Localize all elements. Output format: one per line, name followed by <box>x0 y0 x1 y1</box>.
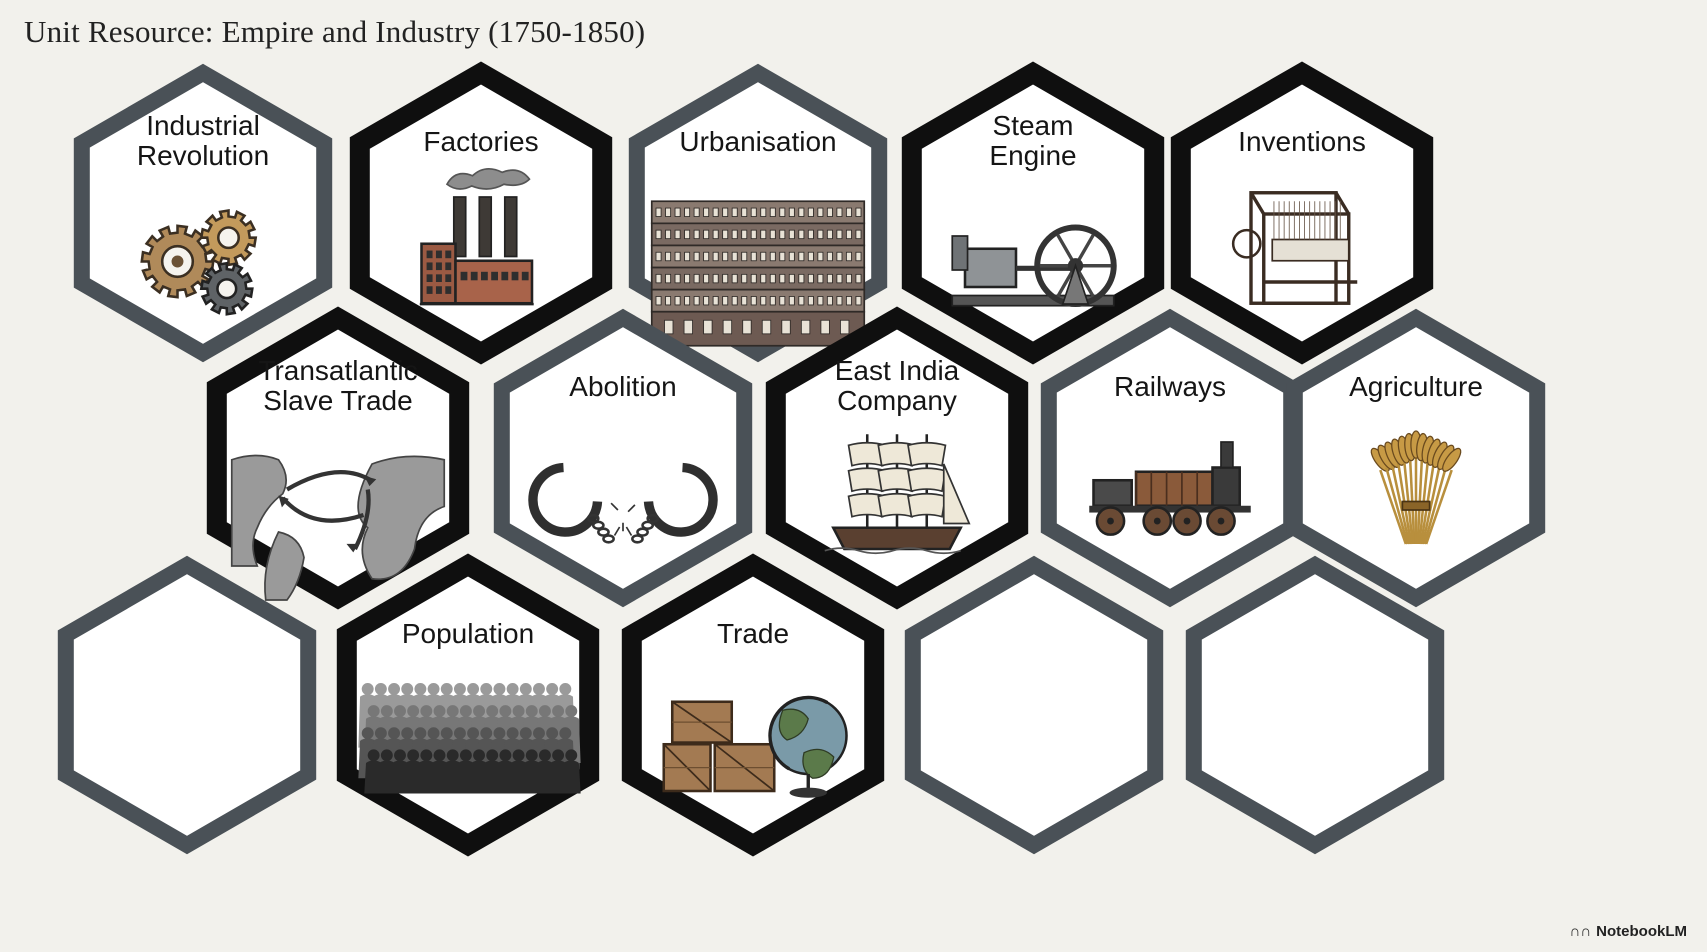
hex-label-line: Transatlantic <box>258 355 417 386</box>
hex-label-line: Steam <box>993 110 1074 141</box>
hex-label-line: Company <box>837 385 957 416</box>
hex-tile-11 <box>57 555 317 855</box>
terraced-houses-icon <box>650 200 866 347</box>
hex-tile-14 <box>904 555 1164 855</box>
notebooklm-logo-icon: ∩∩ <box>1569 923 1592 940</box>
crates-and-globe-icon <box>662 695 848 798</box>
hex-label-line: Inventions <box>1238 126 1366 157</box>
hex-tile-3: Urbanisation <box>628 63 888 363</box>
hex-tile-9: Railways <box>1040 308 1300 608</box>
hex-label-line: Factories <box>423 126 538 157</box>
world-map-icon <box>230 454 446 601</box>
hex-label-line: East India <box>835 355 960 386</box>
hex-tile-5: Inventions <box>1170 61 1434 365</box>
hex-label-line: Slave Trade <box>263 385 412 416</box>
hex-tile-7: Abolition <box>493 308 753 608</box>
hex-cell-frame <box>621 553 885 857</box>
hex-cell-frame <box>1040 308 1300 608</box>
broken-shackles-icon <box>528 462 718 544</box>
wheat-sheaf-icon <box>1370 430 1462 545</box>
crowd-icon <box>358 683 581 794</box>
factory-icon <box>419 167 534 306</box>
hex-tile-15 <box>1185 555 1445 855</box>
hex-cell-frame <box>73 63 333 363</box>
loom-icon <box>1231 191 1358 305</box>
hex-cell-frame <box>904 555 1164 855</box>
steam-engine-icon <box>951 224 1117 307</box>
hex-tile-12: Population <box>336 553 600 857</box>
page-title: Unit Resource: Empire and Industry (1750… <box>24 14 646 49</box>
hex-label-line: Agriculture <box>1349 371 1483 402</box>
steam-locomotive-icon <box>1089 441 1251 536</box>
hex-label-line: Trade <box>717 618 789 649</box>
hex-label-line: Railways <box>1114 371 1226 402</box>
hex-label-line: Population <box>402 618 534 649</box>
hex-label-line: Engine <box>989 140 1076 171</box>
hex-label-line: Urbanisation <box>679 126 836 157</box>
hex-cell-frame <box>493 308 753 608</box>
hex-label-line: Industrial <box>146 110 260 141</box>
brand-name: NotebookLM <box>1596 923 1687 940</box>
sailing-ship-icon <box>824 434 971 555</box>
gears-icon <box>140 209 258 316</box>
hex-tile-2: Factories <box>349 61 613 365</box>
brand-badge: ∩∩ NotebookLM <box>1570 923 1688 940</box>
hex-label-line: Abolition <box>569 371 676 402</box>
hex-tile-10: Agriculture <box>1286 308 1546 608</box>
hex-cell-frame <box>1185 555 1445 855</box>
hex-cell-frame <box>57 555 317 855</box>
hex-tile-13: Trade <box>621 553 885 857</box>
hex-label-line: Revolution <box>137 140 269 171</box>
